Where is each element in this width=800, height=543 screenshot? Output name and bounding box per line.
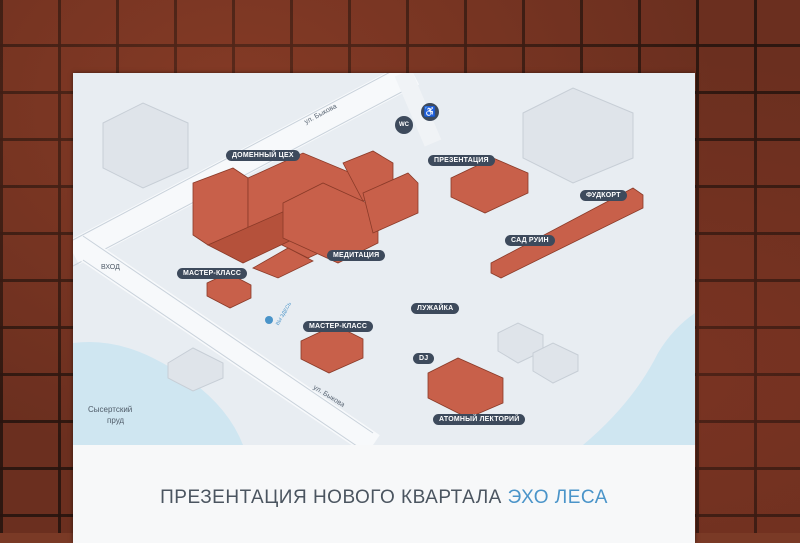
map-board: ул. Быкова ул. Быкова WC ♿ ДОМЕННЫЙ ЦЕХ … <box>73 73 695 543</box>
map-graphics <box>73 73 695 445</box>
label-atomic-lecture: АТОМНЫЙ ЛЕКТОРИЙ <box>433 414 526 425</box>
road-top <box>73 73 420 265</box>
label-lawn: ЛУЖАЙКА <box>411 303 460 314</box>
footer: ПРЕЗЕНТАЦИЯ НОВОГО КВАРТАЛА ЭХО ЛЕСА <box>73 445 695 543</box>
label-masterclass-2: МАСТЕР-КЛАСС <box>303 321 374 332</box>
pond-water <box>73 342 243 445</box>
wc-label: WC <box>399 122 409 128</box>
label-ruin-garden: САД РУИН <box>505 235 555 246</box>
label-dj: DJ <box>413 353 435 364</box>
you-are-here-dot <box>265 316 273 324</box>
blast-furnace-building <box>192 150 419 279</box>
label-meditation: МЕДИТАЦИЯ <box>327 250 386 261</box>
presentation-building <box>450 157 529 214</box>
label-masterclass-1: МАСТЕР-КЛАСС <box>177 268 248 279</box>
label-presentation: ПРЕЗЕНТАЦИЯ <box>428 155 495 166</box>
masterclass-2-building <box>300 324 364 374</box>
wheelchair-icon: ♿ <box>421 103 439 121</box>
pond-label-line1: Сысертский <box>88 405 133 414</box>
ghost-buildings <box>102 87 634 392</box>
footer-title: ПРЕЗЕНТАЦИЯ НОВОГО КВАРТАЛА ЭХО ЛЕСА <box>73 487 695 509</box>
label-entrance: ВХОД <box>101 264 120 271</box>
label-food-court: ФУДКОРТ <box>580 190 627 201</box>
road-bottom <box>76 238 380 445</box>
atomic-lecture-building <box>427 357 504 419</box>
wc-marker: WC <box>395 116 413 134</box>
pond-label-line2: пруд <box>107 416 125 425</box>
event-map: ул. Быкова ул. Быкова WC ♿ ДОМЕННЫЙ ЦЕХ … <box>73 73 695 445</box>
label-blast-furnace: ДОМЕННЫЙ ЦЕХ <box>226 150 300 161</box>
river-water <box>583 313 695 445</box>
footer-title-main: ПРЕЗЕНТАЦИЯ НОВОГО КВАРТАЛА <box>160 487 508 508</box>
ruin-garden-building <box>490 187 644 279</box>
footer-title-accent: ЭХО ЛЕСА <box>507 487 608 508</box>
